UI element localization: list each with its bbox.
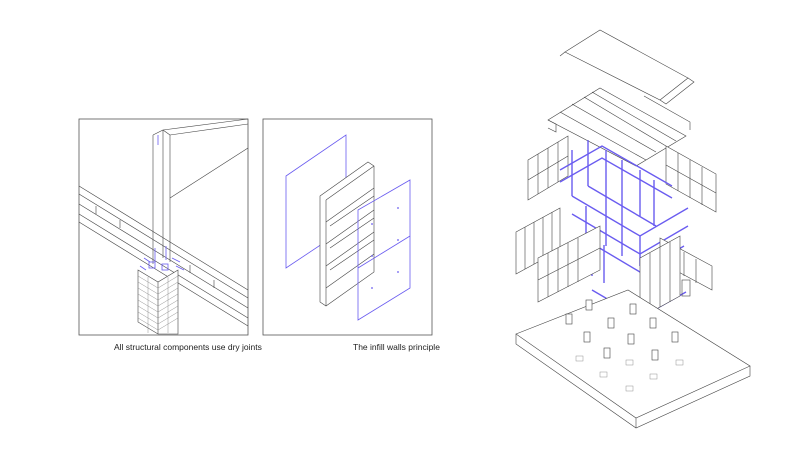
exploded-axonometric [515, 29, 751, 429]
roof [559, 29, 695, 105]
lower-wall-right [639, 235, 713, 319]
brick-pier [137, 269, 179, 335]
footings [565, 299, 684, 392]
infill-panel [262, 118, 433, 336]
front-infill-panel [357, 179, 411, 321]
ribbed-wall [319, 161, 375, 307]
upper-wall-right [665, 145, 717, 213]
dry-joint-markers [139, 135, 185, 271]
dry-joint-panel [78, 118, 249, 336]
lower-wall-left [515, 207, 601, 303]
post [152, 118, 249, 264]
dry-joints-caption: All structural components use dry joints [114, 342, 262, 352]
rafters [547, 87, 691, 167]
infill-walls-caption: The infill walls principle [353, 342, 440, 352]
upper-wall-left [527, 135, 569, 201]
